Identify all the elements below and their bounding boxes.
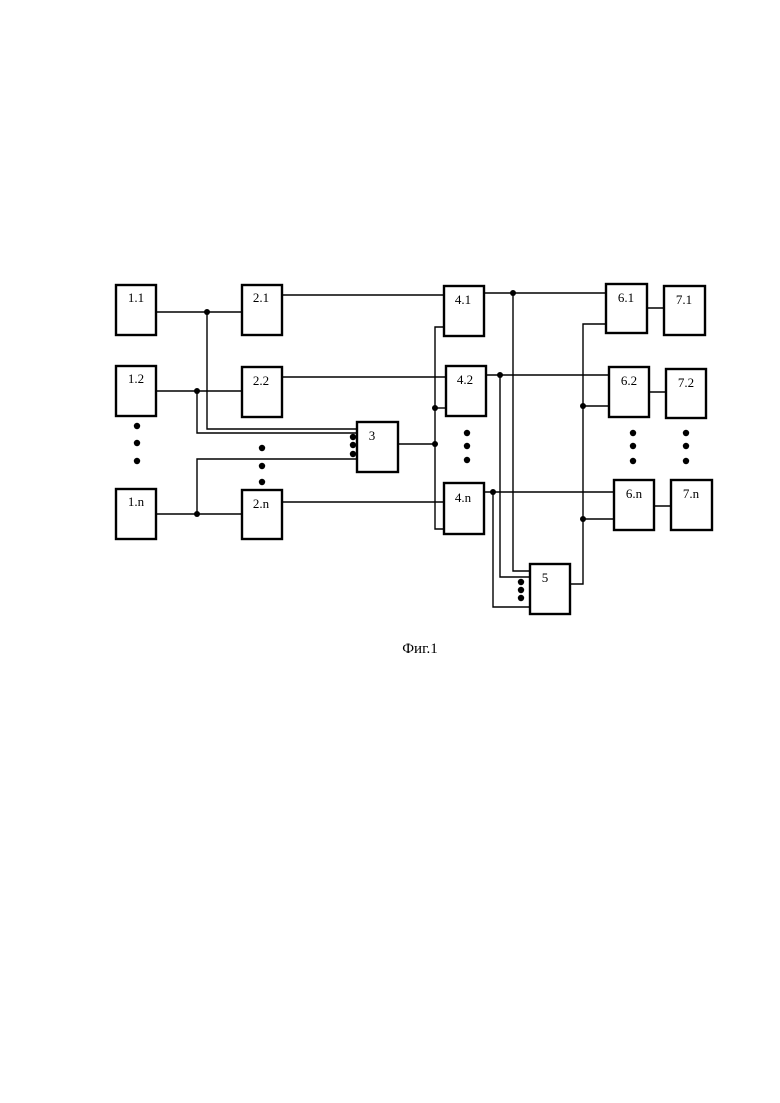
block-7.n: 7.n (671, 480, 712, 530)
block-label: 4.1 (455, 292, 471, 307)
block-2.2: 2.2 (242, 367, 282, 417)
ellipsis-column-7 (683, 430, 689, 464)
block-3: 3 (357, 422, 398, 472)
ellipsis-column-4 (464, 430, 470, 463)
block-4.1: 4.1 (444, 286, 484, 336)
figure-caption: Фиг.1 (402, 641, 438, 657)
ellipsis-column-1 (134, 423, 140, 464)
block-6.1: 6.1 (606, 284, 647, 333)
block-2.n: 2.n (242, 490, 282, 539)
block-label: 6.2 (621, 373, 637, 388)
block-label: 5 (542, 570, 549, 585)
block-label: 1.1 (128, 290, 144, 305)
block-label: 2.n (253, 496, 270, 511)
block-7.1: 7.1 (664, 286, 705, 335)
block-2.1: 2.1 (242, 285, 282, 335)
junction (510, 290, 516, 296)
block-label: 2.1 (253, 290, 269, 305)
ellipsis-column-6 (630, 430, 636, 464)
ellipsis-dots (134, 423, 689, 601)
block-label: 7.1 (676, 292, 692, 307)
block-1.1: 1.1 (116, 285, 156, 335)
ellipsis-column-2 (259, 445, 265, 485)
block-label: 6.1 (618, 290, 634, 305)
wire-4.1-5 (513, 293, 530, 571)
block-1.2: 1.2 (116, 366, 156, 416)
block-6.2: 6.2 (609, 367, 649, 417)
block-label: 7.2 (678, 375, 694, 390)
block-label: 1.2 (128, 371, 144, 386)
block-1.n: 1.n (116, 489, 156, 539)
junction (432, 405, 438, 411)
junction (194, 511, 200, 517)
block-7.2: 7.2 (666, 369, 706, 418)
block-label: 4.2 (457, 372, 473, 387)
connections (156, 293, 671, 607)
block-label: 4.n (455, 490, 472, 505)
wire-4.2-5 (500, 375, 530, 577)
block-label: 2.2 (253, 373, 269, 388)
block-4.n: 4.n (444, 483, 484, 534)
block-label: 7.n (683, 486, 700, 501)
junction (490, 489, 496, 495)
ellipsis-inputs-3 (350, 434, 356, 457)
block-label: 3 (369, 428, 376, 443)
junction (432, 441, 438, 447)
block-label: 6.n (626, 486, 643, 501)
bus-3-to-4 (435, 327, 444, 529)
junction (194, 388, 200, 394)
junction (204, 309, 210, 315)
block-4.2: 4.2 (446, 366, 486, 416)
junction (497, 372, 503, 378)
block-6.n: 6.n (614, 480, 654, 530)
wire-4.n-5 (493, 492, 530, 607)
bus-5-to-6 (570, 324, 606, 584)
block-label: 1.n (128, 494, 145, 509)
block-5: 5 (530, 564, 570, 614)
junction (580, 516, 586, 522)
ellipsis-inputs-5 (518, 579, 524, 601)
junction (580, 403, 586, 409)
